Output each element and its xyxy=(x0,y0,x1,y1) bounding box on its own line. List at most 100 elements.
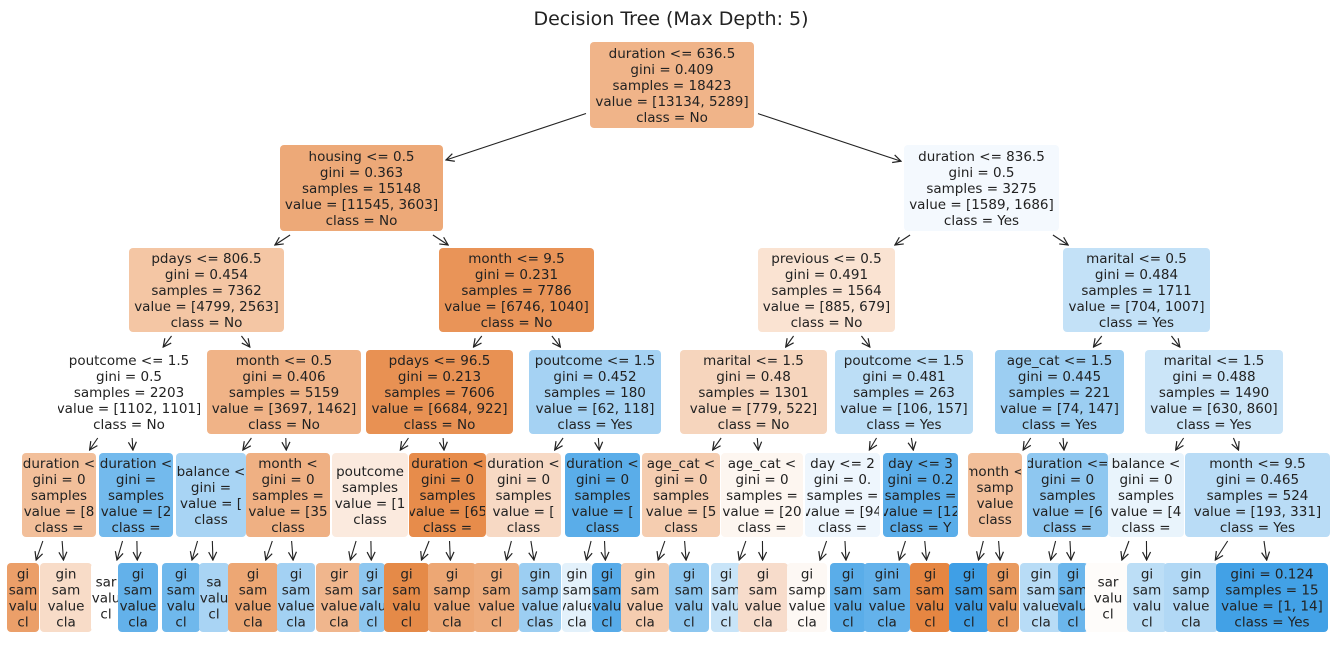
node-label-line: gini = 0.491 xyxy=(785,267,868,283)
tree-edge-arrow xyxy=(861,335,869,347)
node-label-line: valu xyxy=(593,599,622,615)
node-label-line: duration <= 636.5 xyxy=(609,46,736,62)
node-label-line: value = [74, 147] xyxy=(1000,401,1119,417)
node-label-line: class = Yes xyxy=(557,417,632,433)
node-label-line: month <= 9.5 xyxy=(468,251,565,267)
node-label-line: value = [ xyxy=(492,504,554,520)
node-label-line: class = No xyxy=(791,315,863,331)
node-label-line: marital <= 0.5 xyxy=(1086,251,1187,267)
node-label-line: value xyxy=(869,599,906,615)
node-label-line: valu xyxy=(167,599,196,615)
tree-edge-arrow xyxy=(713,437,722,450)
node-label-line: value = [62, 118] xyxy=(536,401,655,417)
node-box xyxy=(22,453,96,537)
node-label-line: samples = 1301 xyxy=(698,385,808,401)
node-box xyxy=(428,563,476,632)
node-box xyxy=(738,563,788,632)
node-label-line: sam xyxy=(631,583,659,599)
node-label-line: valu xyxy=(675,599,704,615)
node-label-line: value xyxy=(278,599,315,615)
node-label-line: cla xyxy=(329,615,348,631)
node-box xyxy=(176,453,246,537)
node-label-line: value = [3697, 1462] xyxy=(212,401,357,417)
node-box xyxy=(384,563,429,632)
node-box xyxy=(1085,563,1131,632)
tree-edge-arrow xyxy=(243,437,252,450)
node-label-line: value = [35 xyxy=(248,504,327,520)
node-label-line: sam xyxy=(482,583,510,599)
node-label-line: samples = xyxy=(726,488,798,504)
node-box xyxy=(1020,563,1062,632)
node-label-line: gini = 0.406 xyxy=(242,369,325,385)
node-label-line: gi xyxy=(601,567,613,583)
node-label-line: cla xyxy=(243,615,262,631)
node-label-line: class = xyxy=(1121,520,1170,536)
node-label-line: month < xyxy=(965,464,1024,480)
node-label-line: gini = 0.363 xyxy=(320,165,403,181)
node-box xyxy=(968,453,1022,537)
node-label-line: gi xyxy=(132,567,144,583)
node-box xyxy=(621,563,669,632)
node-label-line: value = [6746, 1040] xyxy=(444,299,589,315)
node-label-line: valu xyxy=(1094,591,1123,607)
node-label-line: sam xyxy=(1133,583,1161,599)
node-label-line: balance < xyxy=(1112,456,1181,472)
node-label-line: gin xyxy=(635,567,656,583)
tree-edge-arrow xyxy=(1122,540,1130,560)
node-label-line: value = [2 xyxy=(101,504,172,520)
node-label-line: class = Yes xyxy=(1099,315,1174,331)
tree-edge-arrow xyxy=(658,540,666,560)
node-box xyxy=(642,453,720,537)
node-label-line: gi xyxy=(290,567,302,583)
node-box xyxy=(1027,453,1108,537)
node-label-line: class xyxy=(664,520,698,536)
node-label-line: sam xyxy=(989,583,1017,599)
node-label-line: class = No xyxy=(718,417,790,433)
node-label-line: class = Yes xyxy=(1022,417,1097,433)
node-label-line: gini = 0.488 xyxy=(1172,369,1255,385)
node-label-line: gini = 0.452 xyxy=(553,369,636,385)
node-label-line: valu xyxy=(834,599,863,615)
node-box xyxy=(1185,453,1330,537)
tree-edge-arrow xyxy=(117,540,123,560)
node-label-line: gini xyxy=(875,567,900,583)
node-label-line: class = Y xyxy=(890,520,952,536)
node-box xyxy=(995,350,1124,434)
node-label-line: day <= 3 xyxy=(888,456,953,472)
node-label-line: gini = 0.481 xyxy=(862,369,945,385)
node-label-line: samples = 263 xyxy=(853,385,955,401)
node-label-line: valu xyxy=(712,599,741,615)
node-label-line: gini = 0 xyxy=(654,472,707,488)
node-label-line: value = [65 xyxy=(408,504,487,520)
node-label-line: gini = xyxy=(191,480,231,496)
node-label-line: gi xyxy=(490,567,502,583)
node-label-line: valu xyxy=(955,599,984,615)
tree-edge-arrow xyxy=(292,540,293,560)
tree-edge-arrow xyxy=(1052,234,1068,245)
tree-edge-arrow xyxy=(899,540,906,560)
node-label-line: duration < xyxy=(487,456,559,472)
node-label-line: samples = 221 xyxy=(1009,385,1111,401)
node-label-line: gini = 0.454 xyxy=(165,267,248,283)
tree-edge-arrow xyxy=(586,540,591,560)
node-label-line: cla xyxy=(1031,615,1050,631)
tree-edge-arrow xyxy=(1264,540,1267,560)
node-label-line: gi xyxy=(247,567,259,583)
node-label-line: value xyxy=(522,599,559,615)
node-label-line: gi xyxy=(1141,567,1153,583)
node-label-line: class = xyxy=(818,520,867,536)
node-label-line: samples = 180 xyxy=(544,385,646,401)
node-label-line: gi xyxy=(963,567,975,583)
